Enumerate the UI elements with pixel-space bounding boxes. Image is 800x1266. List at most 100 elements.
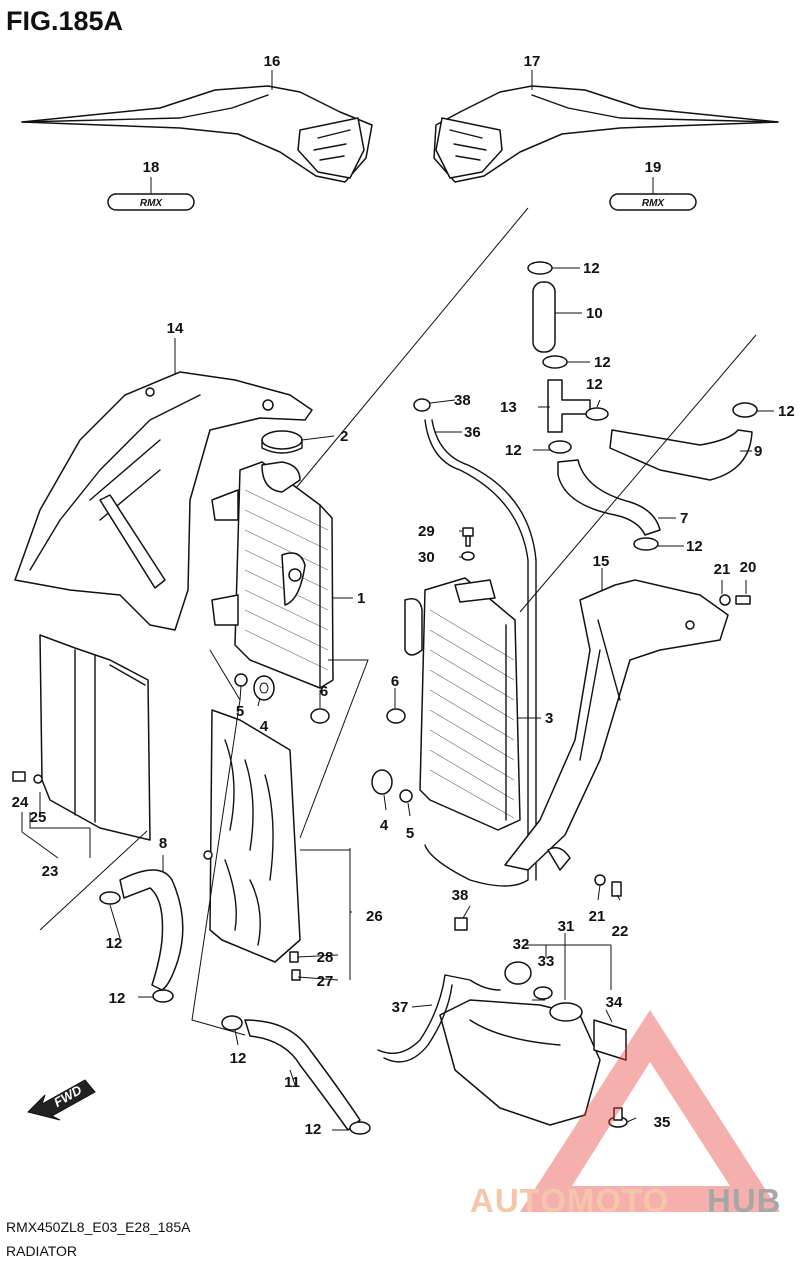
bolt-5-right[interactable] [399, 789, 413, 803]
callout-6-b: 6 [391, 673, 399, 690]
callout-12-c: 12 [586, 376, 603, 393]
callout-11: 11 [284, 1074, 300, 1091]
callout-14: 14 [167, 320, 184, 337]
callout-7: 7 [680, 510, 688, 527]
clamp-12-e[interactable] [527, 261, 553, 275]
pad-34[interactable] [593, 1019, 627, 1061]
grommet-4-right[interactable] [371, 769, 393, 795]
callout-21-b: 21 [589, 908, 606, 925]
shroud-left[interactable] [21, 85, 373, 183]
assembly-lines [39, 207, 757, 1036]
callout-9: 9 [754, 443, 762, 460]
callout-31: 31 [558, 918, 575, 935]
union-13[interactable] [547, 379, 591, 433]
clamp-12-h[interactable] [548, 440, 572, 454]
callout-17: 17 [524, 53, 541, 70]
emblem-left[interactable]: RMX [107, 193, 195, 211]
clip-38-top[interactable] [413, 398, 431, 412]
callout-6-a: 6 [320, 683, 328, 700]
fwd-arrow: FWD [27, 1079, 96, 1121]
watermark-brand-2: HUB [707, 1182, 782, 1219]
callout-18: 18 [143, 159, 160, 176]
radiator-left[interactable] [211, 461, 334, 689]
callout-1: 1 [357, 590, 365, 607]
radiator-shroud-left[interactable] [14, 371, 313, 631]
callout-37: 37 [392, 999, 409, 1016]
reservoir-tank[interactable] [439, 999, 601, 1126]
callout-5-a: 5 [236, 703, 244, 720]
clamp-12-a[interactable] [99, 891, 121, 905]
clamp-12-b[interactable] [152, 989, 174, 1003]
watermark: AUTOMOTO HUB [470, 1010, 782, 1219]
callout-35: 35 [654, 1114, 671, 1131]
callout-29: 29 [418, 523, 435, 540]
radiator-shroud-right[interactable] [504, 579, 729, 871]
callout-12-f: 12 [686, 538, 703, 555]
collar-27[interactable] [291, 969, 301, 981]
diagram-caption: RADIATOR [6, 1243, 77, 1259]
grommet-4-left[interactable] [253, 675, 275, 701]
callout-32: 32 [513, 936, 530, 953]
hose-10[interactable] [532, 281, 556, 353]
callout-27: 27 [317, 973, 334, 990]
callout-10: 10 [586, 305, 603, 322]
radiator-louver-left[interactable] [39, 634, 151, 841]
radiator-right[interactable] [404, 577, 521, 831]
emblem-left-text: RMX [140, 198, 164, 209]
clamp-12-c[interactable] [221, 1015, 243, 1031]
model-code: RMX450ZL8_E03_E28_185A [6, 1219, 191, 1235]
emblem-right[interactable]: RMX [609, 193, 697, 211]
figure-title: FIG.185A [6, 6, 123, 36]
callout-36: 36 [464, 424, 481, 441]
callout-12-j: 12 [305, 1121, 322, 1138]
collar-6-left[interactable] [310, 708, 330, 724]
callout-15: 15 [593, 553, 610, 570]
radiator-cap[interactable] [261, 430, 303, 454]
callout-38-a: 38 [454, 392, 471, 409]
clip-24[interactable] [12, 771, 26, 782]
shroud-right[interactable] [433, 85, 779, 183]
clamp-12-i[interactable] [732, 402, 758, 418]
bolt-22[interactable] [611, 881, 622, 897]
callout-16: 16 [264, 53, 281, 70]
clip-38-bottom[interactable] [454, 917, 468, 931]
hose-9[interactable] [609, 429, 753, 481]
clamp-12-g[interactable] [585, 407, 609, 421]
callout-24: 24 [12, 794, 29, 811]
hose-8[interactable] [119, 869, 184, 991]
callout-8: 8 [159, 835, 167, 852]
grommet-28[interactable] [289, 951, 299, 963]
hose-37[interactable] [377, 974, 501, 1063]
callout-19: 19 [645, 159, 662, 176]
breather-hose-36[interactable] [424, 419, 537, 887]
callout-4-a: 4 [260, 718, 269, 735]
bolt-5-left[interactable] [234, 673, 248, 687]
callout-28: 28 [317, 949, 334, 966]
callout-12-d: 12 [505, 442, 522, 459]
hose-7[interactable] [557, 459, 661, 536]
clamp-12-d[interactable] [349, 1121, 371, 1135]
callout-20: 20 [740, 559, 757, 576]
callout-33: 33 [538, 953, 555, 970]
reservoir-cap-32[interactable] [504, 961, 532, 985]
bolt-29[interactable] [462, 527, 474, 547]
callout-5-b: 5 [406, 825, 414, 842]
callout-26: 26 [366, 908, 383, 925]
washer-33[interactable] [533, 986, 553, 1000]
callout-23: 23 [42, 863, 59, 880]
nut-25[interactable] [33, 774, 43, 784]
bolt-20[interactable] [735, 595, 751, 605]
radiator-guard[interactable] [203, 709, 301, 963]
callout-12-b: 12 [594, 354, 611, 371]
clamp-12-j[interactable] [633, 537, 659, 551]
callout-34: 34 [606, 994, 623, 1011]
collar-6-right[interactable] [386, 708, 406, 724]
nut-21-top[interactable] [719, 594, 731, 606]
clamp-12-f[interactable] [542, 355, 568, 369]
callout-12-e: 12 [778, 403, 795, 420]
hose-11[interactable] [244, 1019, 361, 1131]
callout-13: 13 [500, 399, 517, 416]
washer-30[interactable] [461, 551, 475, 561]
nut-21-bottom[interactable] [594, 874, 606, 886]
